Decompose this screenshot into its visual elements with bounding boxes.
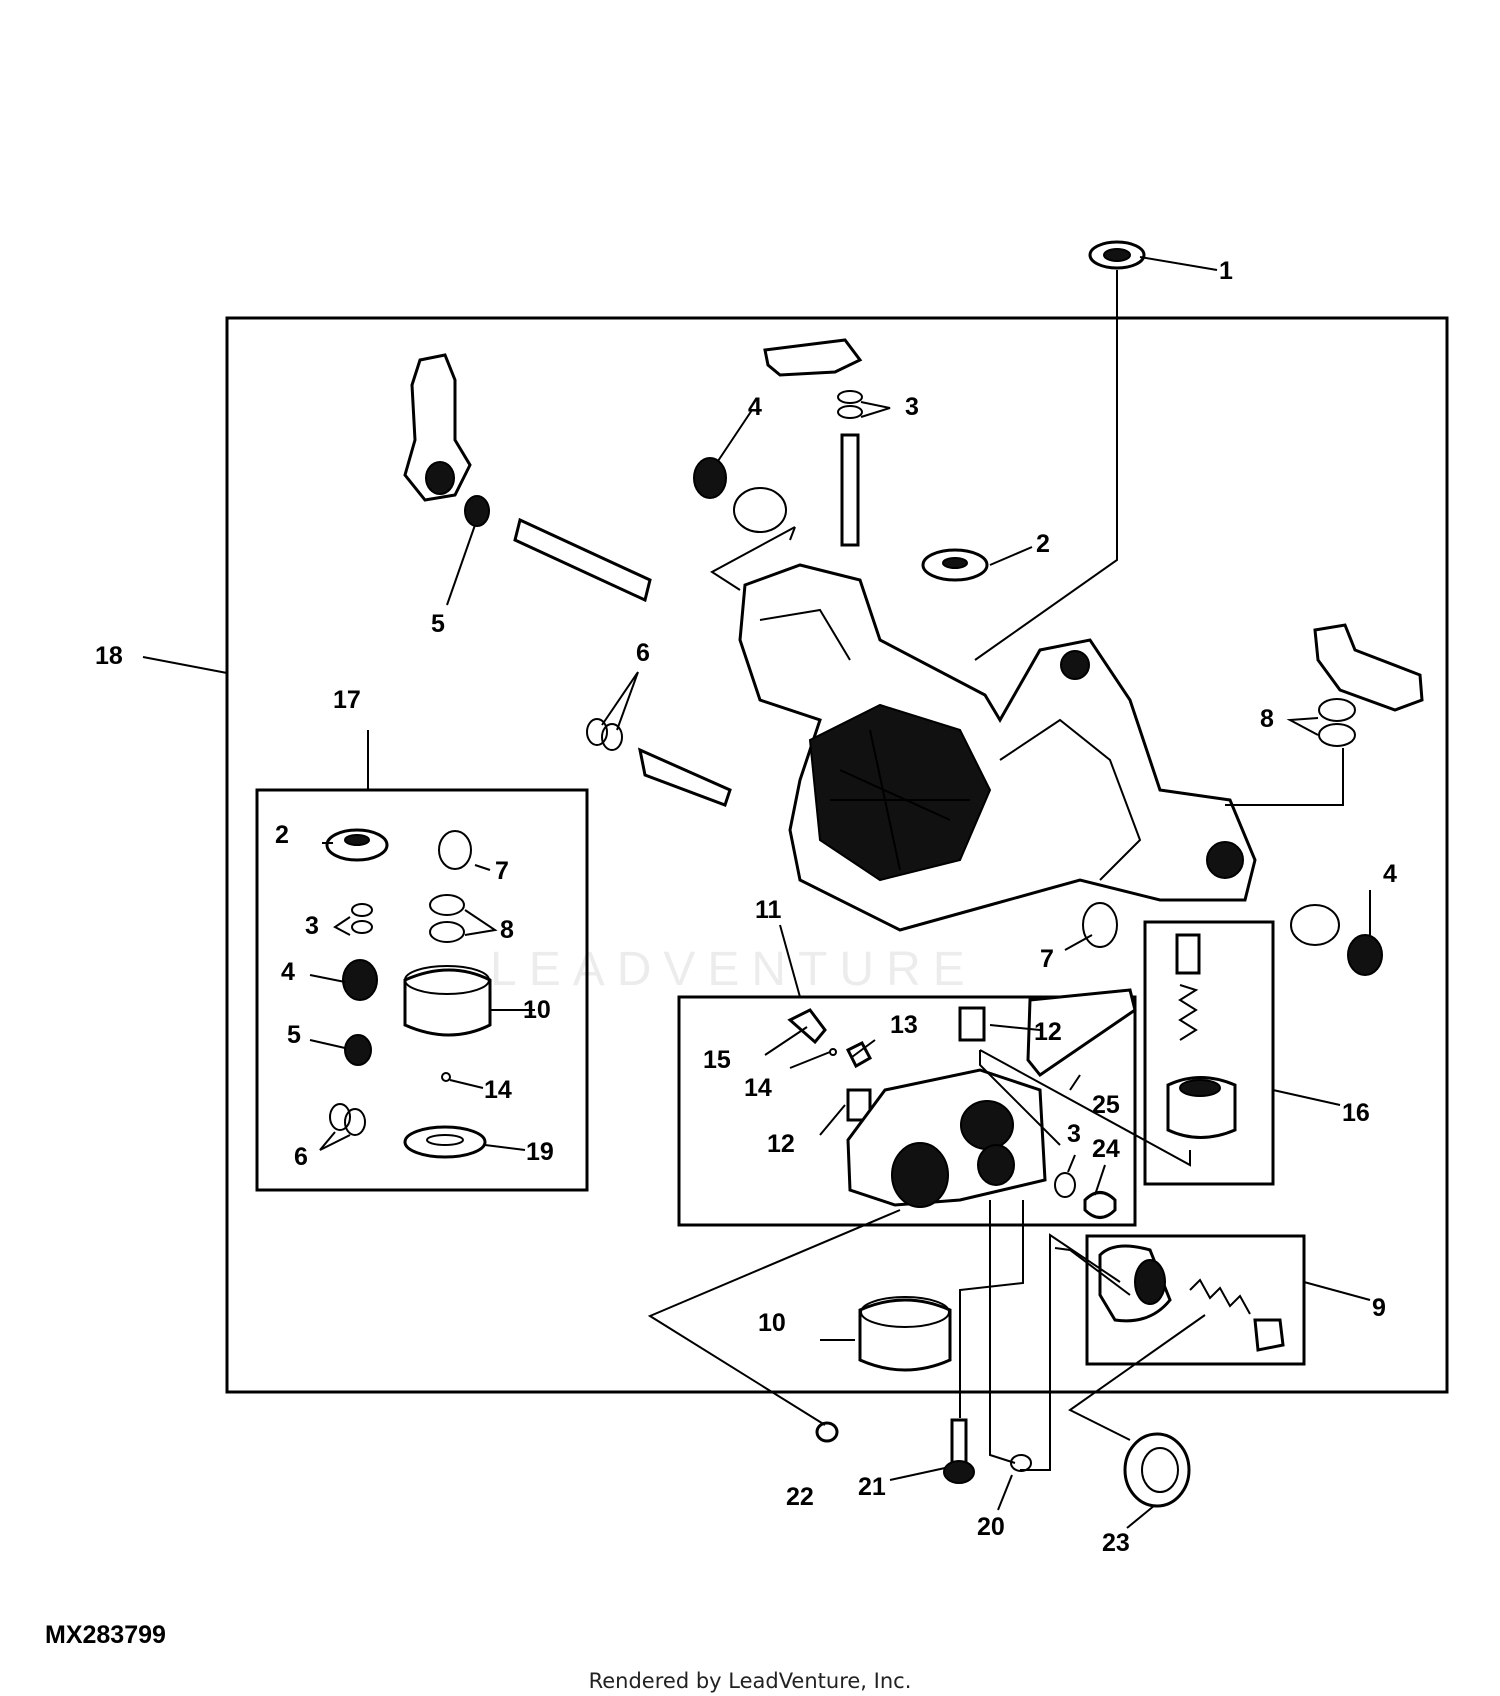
callout-16: 16 [1342, 1099, 1370, 1127]
callouts: 1 2 3 4 5 6 8 18 17 4 7 11 2 7 3 8 4 10 … [95, 257, 1397, 1557]
valve-box-9 [1085, 1234, 1306, 1366]
callout-4-top: 4 [748, 393, 762, 421]
callout-7-main: 7 [1040, 945, 1054, 973]
housing-casting [738, 563, 1257, 932]
kit-callout-4: 4 [281, 958, 295, 986]
callout-23: 23 [1102, 1529, 1130, 1557]
diagram-code: MX283799 [45, 1621, 166, 1649]
part-4-seal-right [1347, 934, 1383, 976]
callout-22: 22 [786, 1483, 814, 1511]
bushing [733, 487, 787, 533]
kit-callout-7: 7 [495, 857, 509, 885]
bushing-right [1290, 904, 1340, 946]
main-assembly-box [225, 316, 1449, 1394]
leader-lines [142, 256, 1371, 1529]
control-arm-right [1313, 623, 1424, 712]
center-section-box [677, 995, 1137, 1227]
part-22-plug [815, 1421, 839, 1443]
trunnion-shaft [513, 517, 652, 603]
part-1-seal [1088, 240, 1146, 270]
callout-2-top: 2 [1036, 530, 1050, 558]
kit-callout-6: 6 [294, 1143, 308, 1171]
callout-20: 20 [977, 1513, 1005, 1541]
center-callout-12-top: 12 [1034, 1018, 1062, 1046]
part-3-orings [837, 390, 863, 419]
valve-box-16 [1143, 920, 1275, 1186]
callout-9: 9 [1372, 1294, 1386, 1322]
part-8-orings [1318, 698, 1356, 747]
callout-1: 1 [1219, 257, 1233, 285]
center-callout-13: 13 [890, 1011, 918, 1039]
callout-10-bottom: 10 [758, 1309, 786, 1337]
footer-credit: Rendered by LeadVenture, Inc. [589, 1669, 912, 1693]
kit-callout-5: 5 [287, 1021, 301, 1049]
part-7-ring [1082, 902, 1118, 948]
center-callout-25: 25 [1092, 1091, 1120, 1119]
part-5-seal [464, 495, 490, 527]
callout-6-top: 6 [636, 639, 650, 667]
kit-box [255, 788, 589, 1192]
part-6-orings [586, 718, 623, 751]
callout-11: 11 [755, 896, 782, 924]
kit-callout-8: 8 [500, 916, 514, 944]
kit-callout-19: 19 [526, 1138, 554, 1166]
part-4-seal [693, 457, 727, 499]
kit-callout-14: 14 [484, 1076, 512, 1104]
control-arm-left [403, 353, 472, 502]
watermark: LEADVENTURE [490, 943, 977, 996]
kit-callout-2: 2 [275, 821, 289, 849]
control-pin [840, 433, 860, 547]
center-callout-14: 14 [744, 1074, 772, 1102]
callout-8-right: 8 [1260, 705, 1274, 733]
valve-stem [637, 747, 732, 807]
callout-5-top: 5 [431, 610, 445, 638]
kit-parts [325, 828, 492, 1159]
center-callout-3: 3 [1067, 1120, 1081, 1148]
callout-18: 18 [95, 642, 123, 670]
center-callout-24: 24 [1092, 1135, 1120, 1163]
kit-callout-3: 3 [305, 912, 319, 940]
kit-callout-10: 10 [523, 996, 551, 1024]
valve-16-parts [1166, 933, 1237, 1139]
callout-21: 21 [858, 1473, 886, 1501]
callout-17: 17 [333, 686, 361, 714]
part-21-bolt [943, 1418, 975, 1484]
center-callout-15: 15 [703, 1046, 731, 1074]
valve-9-parts [1098, 1244, 1285, 1352]
callout-3-top: 3 [905, 393, 919, 421]
center-callout-12-bottom: 12 [767, 1130, 795, 1158]
top-bracket [763, 338, 863, 377]
part-10-ring [858, 1296, 952, 1372]
callout-4-right: 4 [1383, 860, 1397, 888]
part-2-washer [921, 548, 989, 582]
center-section-parts [787, 988, 1137, 1219]
part-23-seal [1123, 1432, 1191, 1508]
